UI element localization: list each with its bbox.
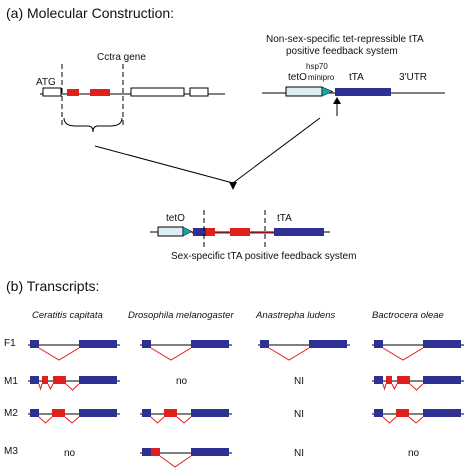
gene-exon-5 bbox=[189, 87, 209, 97]
hsp70-label: hsp70 bbox=[306, 62, 328, 71]
gene-exon-3-male bbox=[90, 89, 110, 96]
transcript-f1-ceratitis-first-exon bbox=[30, 340, 39, 348]
transcript-m1-ceratitis-male-exon-2 bbox=[53, 376, 66, 384]
feedback-title-line2: positive feedback system bbox=[286, 46, 398, 57]
species-header-bactrocera: Bactrocera oleae bbox=[372, 310, 444, 321]
transcript-f1-drosophila-first-exon bbox=[142, 340, 151, 348]
transcript-m1-ceratitis-splice-2 bbox=[47, 383, 54, 391]
row-label-m1: M1 bbox=[4, 376, 18, 387]
transcript-m2-drosophila-splice-1 bbox=[150, 416, 165, 424]
gene-exon-4 bbox=[130, 87, 185, 97]
transcript-m1-bactrocera-male-exon-2 bbox=[397, 376, 410, 384]
transcript-m1-ceratitis-male-exon-1 bbox=[42, 376, 48, 384]
tta-label: tTA bbox=[349, 72, 364, 83]
gene-exon-1 bbox=[42, 87, 62, 97]
converge-line-left bbox=[94, 145, 234, 184]
transcript-m1-bactrocera-male-exon-1 bbox=[386, 376, 392, 384]
insertion-pointer-arrowhead bbox=[333, 97, 341, 104]
transcript-m2-drosophila-splice-2 bbox=[176, 416, 192, 424]
feedback-title-line1: Non-sex-specific tet-repressible tTA bbox=[266, 34, 424, 45]
minipro-label: minipro bbox=[308, 73, 335, 82]
transcript-m3-bactrocera-text: no bbox=[408, 448, 420, 459]
transcript-m2-bactrocera-splice-1 bbox=[382, 416, 397, 424]
transcript-m2-ceratitis-male-exon bbox=[52, 409, 65, 417]
transcript-m3-anastrepha-text: NI bbox=[294, 448, 304, 459]
row-label-f1: F1 bbox=[4, 338, 16, 349]
transcript-f1-ceratitis-splice-line bbox=[38, 347, 80, 361]
transcript-f1-drosophila-splice-line bbox=[150, 347, 192, 361]
converge-line-right bbox=[232, 117, 321, 184]
construct-caption: Sex-specific tTA positive feedback syste… bbox=[171, 251, 356, 262]
transcript-m3-drosophila-last-exon bbox=[191, 448, 229, 456]
construct-exon-male bbox=[230, 228, 250, 236]
transcript-m3-drosophila-first-exon bbox=[142, 448, 151, 456]
transcript-f1-anastrepha-splice-line bbox=[268, 347, 310, 361]
transcript-m2-ceratitis-splice-1 bbox=[38, 416, 53, 424]
feedback-tta-box bbox=[335, 88, 391, 96]
transcript-m1-drosophila-text: no bbox=[176, 376, 188, 387]
atg-label: ATG bbox=[36, 77, 56, 88]
panel-a-heading: (a) Molecular Construction: bbox=[6, 5, 174, 21]
transcript-m2-bactrocera-splice-2 bbox=[408, 416, 424, 424]
transcript-m2-drosophila-last-exon bbox=[191, 409, 229, 417]
construct-tta-box bbox=[274, 228, 324, 236]
transcript-m2-drosophila-male-exon bbox=[164, 409, 177, 417]
construct-tta-start-box bbox=[193, 228, 206, 236]
transcript-m1-ceratitis-first-exon bbox=[30, 376, 39, 384]
transcript-f1-bactrocera-first-exon bbox=[374, 340, 383, 348]
transcript-m1-ceratitis-splice-1 bbox=[38, 383, 43, 391]
gene-label: Cctra gene bbox=[97, 52, 146, 63]
gene-exon-2-female bbox=[67, 89, 79, 96]
transcript-m1-bactrocera-splice-2 bbox=[391, 383, 398, 391]
transcript-f1-bactrocera-splice-line bbox=[382, 347, 424, 361]
transcript-m2-ceratitis-splice-2 bbox=[64, 416, 80, 424]
transcript-m2-anastrepha-text: NI bbox=[294, 409, 304, 420]
panel-b-heading: (b) Transcripts: bbox=[6, 278, 99, 294]
transcript-m3-drosophila-splice-line bbox=[159, 455, 192, 468]
construct-exon-female bbox=[206, 228, 215, 236]
transcript-m3-ceratitis-text: no bbox=[64, 448, 76, 459]
transcript-f1-anastrepha-last-exon bbox=[309, 340, 347, 348]
transcript-f1-ceratitis-last-exon bbox=[79, 340, 117, 348]
transcript-m1-bactrocera-splice-1 bbox=[382, 383, 387, 391]
converge-arrowhead bbox=[229, 182, 237, 190]
construct-teto-box bbox=[157, 226, 184, 237]
utr-label: 3'UTR bbox=[399, 72, 427, 83]
feedback-promoter-arrow bbox=[321, 86, 334, 97]
species-header-ceratitis: Ceratitis capitata bbox=[32, 310, 103, 321]
construct-teto-label: tetO bbox=[166, 213, 185, 224]
transcript-m1-ceratitis-last-exon bbox=[79, 376, 117, 384]
transcript-m1-anastrepha-text: NI bbox=[294, 376, 304, 387]
species-header-anastrepha: Anastrepha ludens bbox=[255, 310, 335, 321]
transcript-m2-bactrocera-male-exon bbox=[396, 409, 409, 417]
transcript-m3-drosophila-male-exon bbox=[151, 448, 160, 456]
transcript-f1-drosophila-last-exon bbox=[191, 340, 229, 348]
feedback-teto-box bbox=[285, 86, 323, 97]
transcript-m2-ceratitis-last-exon bbox=[79, 409, 117, 417]
transcript-m2-bactrocera-last-exon bbox=[423, 409, 461, 417]
transcript-m1-bactrocera-last-exon bbox=[423, 376, 461, 384]
transcript-m1-bactrocera-splice-3 bbox=[409, 383, 424, 391]
transcript-m2-bactrocera-first-exon bbox=[374, 409, 383, 417]
transcript-f1-anastrepha-first-exon bbox=[260, 340, 269, 348]
row-label-m2: M2 bbox=[4, 408, 18, 419]
construct-promoter-arrow bbox=[182, 226, 193, 237]
transcript-f1-bactrocera-last-exon bbox=[423, 340, 461, 348]
construct-tta-label: tTA bbox=[277, 213, 292, 224]
transcript-m1-bactrocera-first-exon bbox=[374, 376, 383, 384]
transcript-m2-ceratitis-first-exon bbox=[30, 409, 39, 417]
teto-label: tetO bbox=[288, 72, 307, 83]
row-label-m3: M3 bbox=[4, 446, 18, 457]
transcript-m1-ceratitis-splice-3 bbox=[65, 383, 80, 391]
species-header-drosophila: Drosophila melanogaster bbox=[128, 310, 234, 321]
transcript-m2-drosophila-first-exon bbox=[142, 409, 151, 417]
gene-brace bbox=[63, 117, 123, 133]
